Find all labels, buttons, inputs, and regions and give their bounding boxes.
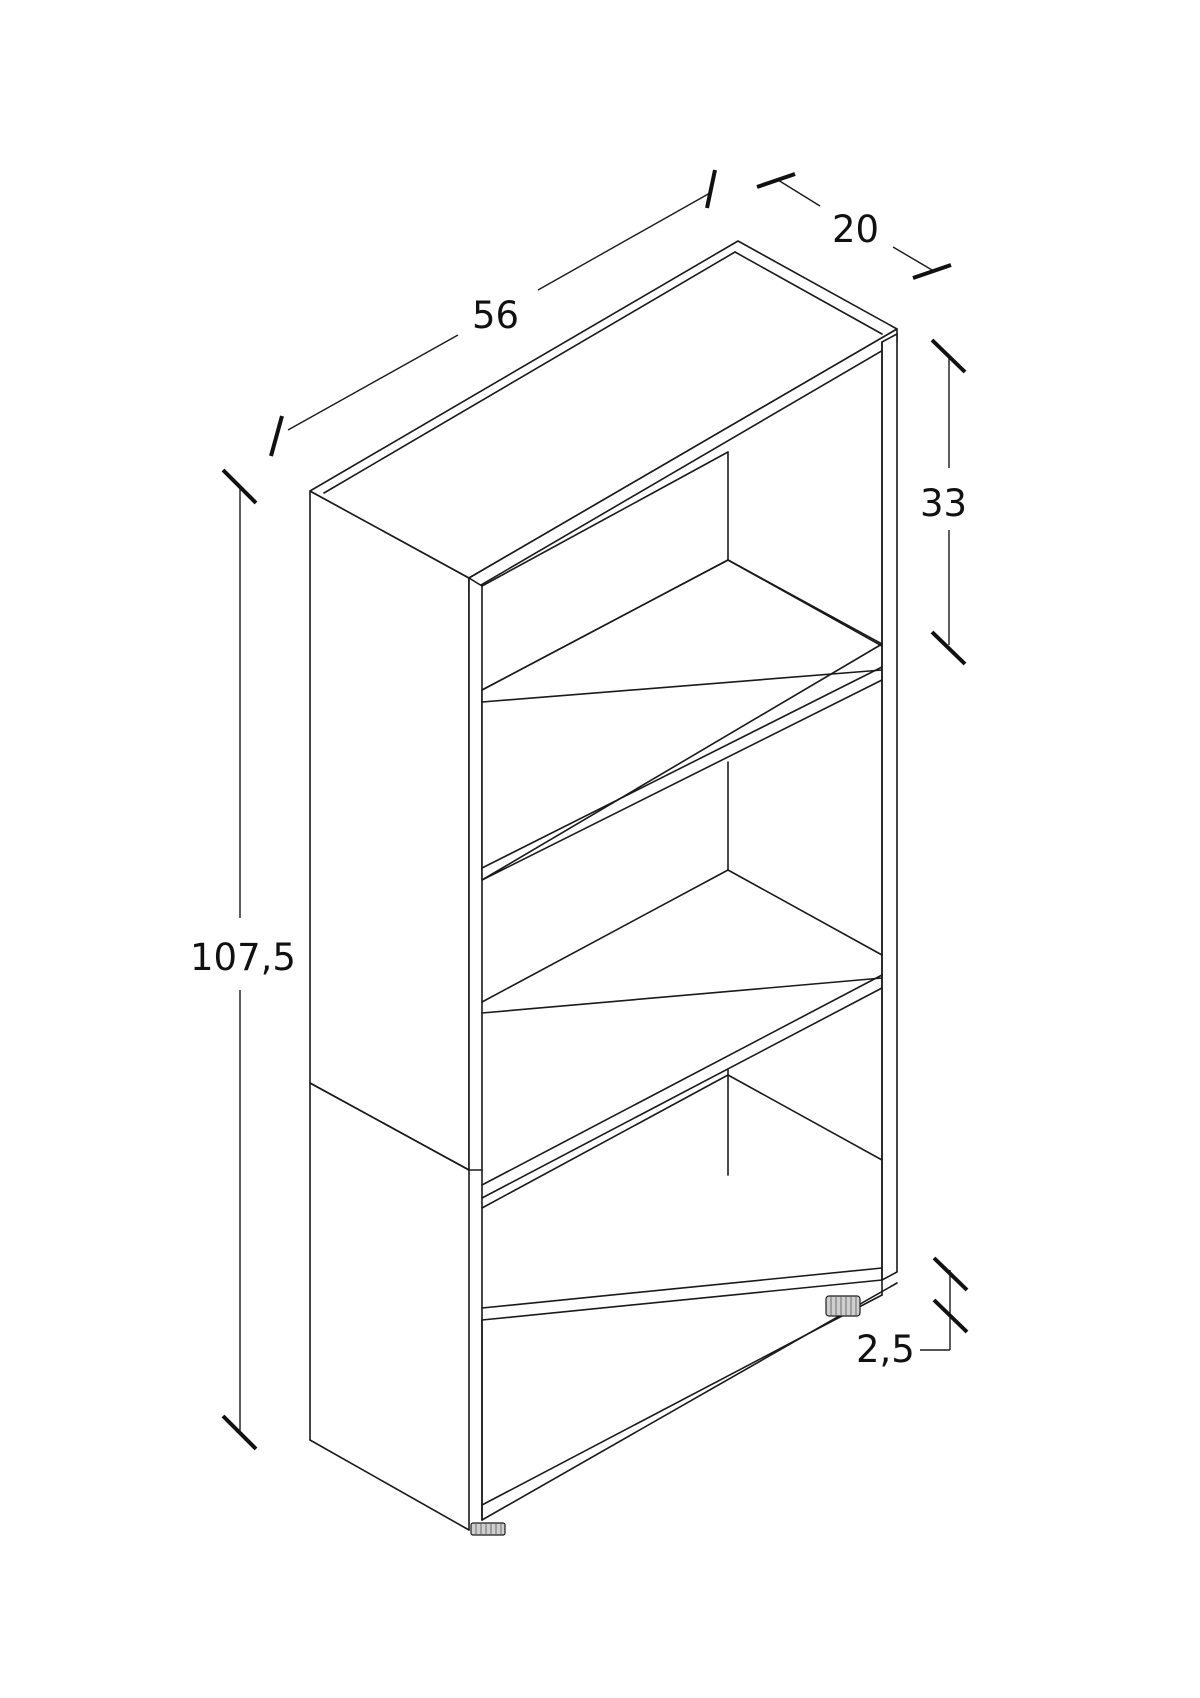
left-side-panel — [309, 490, 470, 1171]
depth-dimension: 20 — [756, 172, 952, 280]
foot-height-dimension: 2,5 — [856, 1256, 969, 1371]
shelf-1 — [481, 559, 883, 881]
height-dimension: 107,5 — [190, 468, 296, 1451]
top-panel — [309, 240, 898, 579]
foot-front — [470, 1522, 506, 1536]
foot-back — [825, 1295, 861, 1317]
shelf-2 — [481, 869, 883, 1199]
width-label: 56 — [472, 294, 519, 337]
depth-label: 20 — [832, 208, 879, 251]
shelf-spacing-label: 33 — [920, 482, 967, 525]
right-side-panel — [881, 333, 898, 1281]
width-dimension: 56 — [269, 169, 717, 457]
bookcase — [309, 240, 898, 1536]
height-label: 107,5 — [190, 936, 296, 979]
foot-height-label: 2,5 — [856, 1328, 915, 1371]
shelf-3 — [481, 1074, 883, 1209]
bottom-panel — [309, 1082, 883, 1321]
shelf-spacing-dimension: 33 — [920, 338, 967, 666]
left-front-edge — [468, 577, 483, 1171]
